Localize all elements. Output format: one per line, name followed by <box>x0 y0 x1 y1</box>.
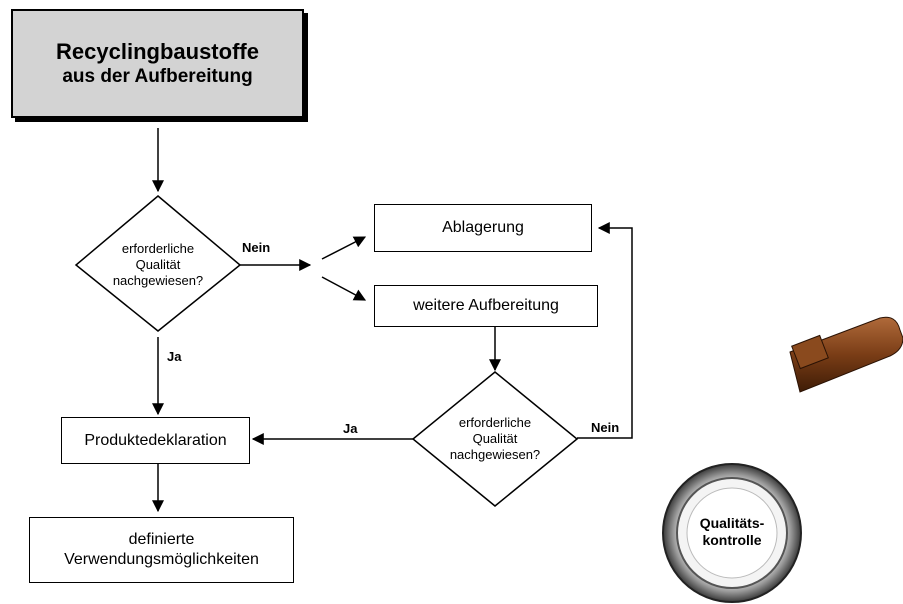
magnifier-label: Qualitäts- kontrolle <box>687 515 777 549</box>
label-ja-2: Ja <box>343 421 358 436</box>
decision-diamond-1 <box>74 195 242 332</box>
magnifier-label-line1: Qualitäts- <box>699 515 765 531</box>
label-ja-1: Ja <box>167 349 182 364</box>
decision-2-line2: Qualität <box>472 431 518 446</box>
verwendung-box: definierte Verwendungsmöglichkeiten <box>29 517 294 583</box>
start-box-title-line2: aus der Aufbereitung <box>62 66 253 87</box>
ablagerung-box: Ablagerung <box>374 204 592 252</box>
label-nein-1: Nein <box>242 240 271 255</box>
decision-2-line3: nachgewiesen? <box>449 447 541 462</box>
decision-1-line2: Qualität <box>135 257 181 272</box>
magnifier-label-line2: kontrolle <box>702 532 762 548</box>
decision-2-text: erforderliche Qualität nachgewiesen? <box>425 415 565 463</box>
verwendung-line2: Verwendungsmöglichkeiten <box>64 551 259 568</box>
produktedeklaration-box: Produktedeklaration <box>61 417 250 464</box>
decision-1-line1: erforderliche <box>121 241 195 256</box>
arrow-to-ablagerung <box>321 236 367 260</box>
weitere-aufbereitung-label: weitere Aufbereitung <box>413 297 559 314</box>
magnifier-icon <box>662 316 903 603</box>
start-box-title-line1: Recyclingbaustoffe <box>56 39 259 64</box>
decision-1-text: erforderliche Qualität nachgewiesen? <box>88 241 228 289</box>
decision-1-line3: nachgewiesen? <box>112 273 204 288</box>
arrow-to-weitere-aufbereitung <box>321 276 367 301</box>
decision-2-line1: erforderliche <box>458 415 532 430</box>
decision-diamond-2 <box>411 371 579 507</box>
verwendung-line1: definierte <box>128 531 195 548</box>
weitere-aufbereitung-box: weitere Aufbereitung <box>374 285 598 327</box>
start-box: Recyclingbaustoffe aus der Aufbereitung <box>11 9 304 118</box>
arrow-decision2-nein <box>577 222 633 439</box>
produktedeklaration-label: Produktedeklaration <box>84 431 227 449</box>
label-nein-2: Nein <box>591 420 620 435</box>
ablagerung-label: Ablagerung <box>442 219 524 236</box>
